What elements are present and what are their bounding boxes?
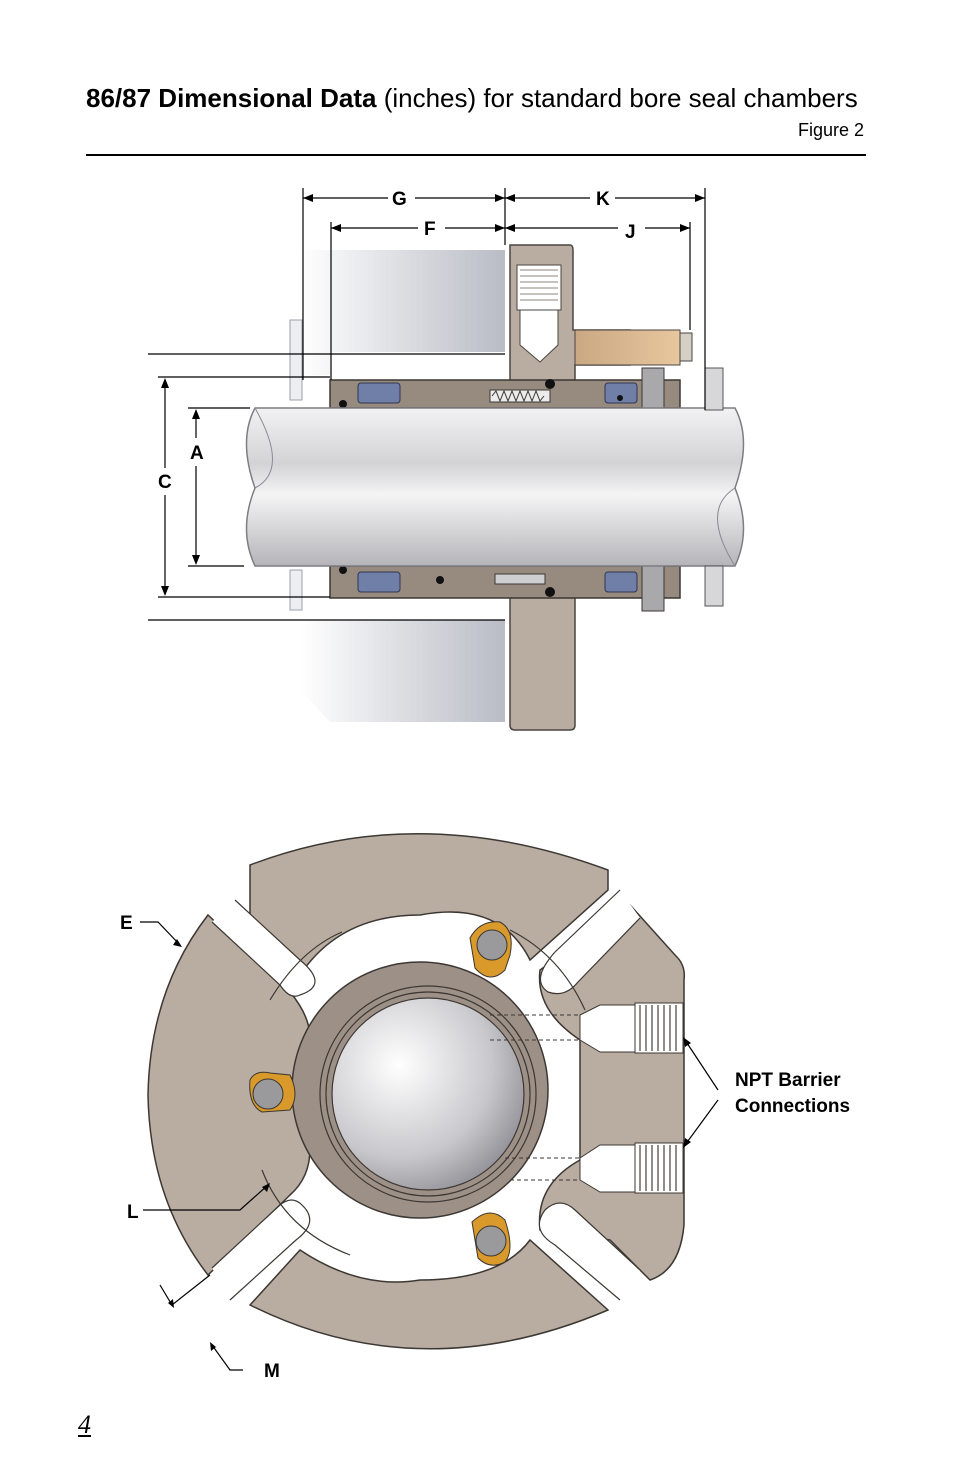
gland-plate-bottom <box>509 579 576 731</box>
figure-label: Figure 2 <box>797 120 864 140</box>
bolt-left <box>249 1071 296 1113</box>
seal-face-right-top <box>604 382 638 404</box>
section-view: G K F J A C <box>148 188 745 731</box>
dim-label-m: M <box>264 1361 280 1382</box>
page-title-bold: 86/87 Dimensional Data <box>86 83 377 113</box>
header-rule <box>86 154 866 156</box>
seal-face-left-bottom <box>357 571 401 593</box>
bolt-bottom <box>471 1212 511 1266</box>
shaft-bore <box>331 997 525 1191</box>
dim-label-k: K <box>596 189 610 210</box>
seal-face-left-top <box>357 382 401 404</box>
seal-chamber-bottom <box>300 620 505 722</box>
dim-label-e: E <box>120 913 133 934</box>
dim-label-a: A <box>190 443 204 464</box>
dim-label-f: F <box>424 219 436 240</box>
page-title-rest: (inches) for standard bore seal chambers <box>376 83 858 113</box>
set-screw-bottom <box>641 565 665 612</box>
bolt-top <box>469 921 512 978</box>
seal-chamber-top <box>300 250 505 375</box>
set-screw-top <box>641 367 665 409</box>
page-number: 4 <box>78 1410 91 1439</box>
dim-label-g: G <box>392 189 407 210</box>
chamber-face-bottom <box>289 569 303 611</box>
page-title: 86/87 Dimensional Data (inches) for stan… <box>86 82 858 114</box>
gland-view: E L M NPT Barrier Connections <box>120 833 850 1382</box>
bronze-fitting <box>574 329 681 366</box>
chamber-face-top <box>289 319 303 401</box>
npt-port-lower <box>579 1142 684 1194</box>
npt-port-upper <box>579 1002 684 1054</box>
npt-label-line1: NPT Barrier <box>735 1070 841 1091</box>
dim-label-c: C <box>158 472 172 493</box>
drive-pin-bottom <box>494 573 546 585</box>
shaft <box>245 407 745 567</box>
dim-label-j: J <box>625 222 636 243</box>
dim-label-l: L <box>127 1202 139 1223</box>
npt-label-line2: Connections <box>735 1096 850 1117</box>
seal-face-right-bottom <box>604 571 638 593</box>
